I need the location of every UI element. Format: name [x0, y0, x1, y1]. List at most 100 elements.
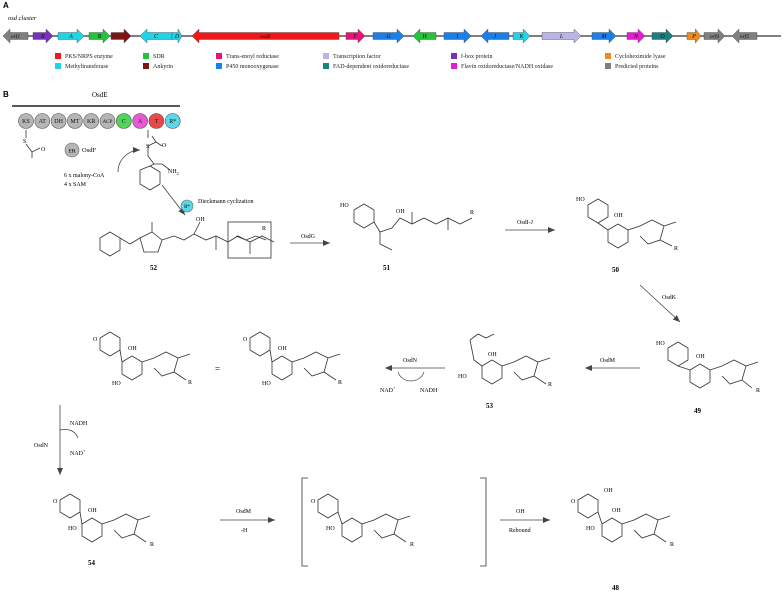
- dienone-structure-b: [249, 331, 341, 381]
- legend-label: Cycloheximide lyase: [615, 54, 666, 60]
- gene-label: J: [494, 34, 497, 40]
- gene-label: osdE: [260, 34, 272, 40]
- c48-oxygen: O: [571, 499, 576, 505]
- osdk-arrow: [639, 284, 681, 323]
- legend-swatch: [605, 63, 611, 69]
- legend-swatch: [143, 53, 149, 59]
- legend-swatch: [605, 53, 611, 59]
- rebound-oh: OH: [516, 509, 525, 515]
- domain-label: C: [122, 119, 126, 125]
- panel-a-label: A: [3, 1, 9, 10]
- enzyme-name: OsdE: [92, 91, 108, 99]
- gene-arrow-r: [32, 28, 54, 44]
- gene-arrow-a: [57, 28, 85, 44]
- dienone-b-oxygen: O: [243, 337, 248, 343]
- c53-oh: OH: [488, 352, 497, 358]
- gene-label: A: [68, 34, 73, 40]
- t-thioester-phe: [139, 130, 171, 191]
- c54-ho: HO: [68, 526, 77, 532]
- legend-swatch: [216, 53, 222, 59]
- compound-51: 51: [383, 264, 391, 272]
- t-oxygen: O: [162, 143, 167, 149]
- domain-dh: [50, 113, 67, 129]
- gene-label: N: [633, 34, 639, 40]
- ks-oxygen: O: [41, 147, 46, 153]
- gene-label: O: [660, 34, 665, 40]
- dienone-a-oxygen: O: [93, 337, 98, 343]
- dieckmann-label: Dieckmann cyclization: [198, 199, 253, 205]
- dienone-b-oh: OH: [278, 346, 287, 352]
- domain-r-star: [164, 113, 181, 129]
- gene-label: B: [98, 34, 102, 40]
- legend-label: Transcription factor: [333, 53, 381, 60]
- c48-r: R: [670, 542, 674, 548]
- c51-oh: OH: [396, 209, 405, 215]
- nad-plus-label: NAD+: [380, 385, 396, 394]
- gene-label: P: [691, 34, 696, 40]
- er-label: ER: [68, 149, 75, 155]
- compound-54-structure: [59, 493, 151, 543]
- compound-53: 53: [486, 402, 494, 410]
- c50-r: R: [674, 246, 678, 252]
- c54-oxygen: O: [53, 499, 58, 505]
- compound-52: 52: [150, 264, 158, 272]
- compound-50-structure: [587, 198, 677, 249]
- cluster-title: osd cluster: [8, 15, 37, 22]
- gene-arrow-m: [591, 28, 617, 44]
- c51-ho: HO: [340, 203, 349, 209]
- gene-arrow-i: [443, 28, 472, 44]
- gene-arrow-d: [171, 28, 183, 44]
- osdk-label: OsdK: [662, 295, 677, 301]
- compound-52-structure: [99, 221, 275, 259]
- legend-label: Flavin oxidoreductase/NADH oxidase: [461, 64, 553, 70]
- gene-arrow-f: [345, 28, 366, 44]
- reagent-sam: 4 x SAM: [64, 182, 87, 188]
- gene-arrow-p: [686, 28, 702, 44]
- domain-at: [34, 113, 51, 129]
- t-sulfur: S: [146, 144, 149, 150]
- gene-arrow-b: [88, 28, 111, 44]
- osdij-label: OsdI-J: [517, 220, 534, 226]
- er-domain: [64, 142, 80, 158]
- domain-label: KR: [87, 119, 95, 125]
- domain-t: [148, 113, 165, 129]
- domain-label: MT: [70, 119, 79, 125]
- radical-r: R: [410, 542, 414, 548]
- gene-arrow-g: [372, 28, 405, 44]
- nadh-label-2: NADH: [70, 421, 88, 427]
- dienone-a-r: R: [188, 380, 192, 386]
- r-star-domain: [180, 199, 194, 213]
- legend-label: Ankyrin: [153, 64, 173, 70]
- dieckmann-arrow: [161, 184, 186, 216]
- domain-label: AT: [39, 119, 47, 125]
- gene-label: orf5: [740, 33, 749, 40]
- legend-label: Predicted proteins: [615, 64, 659, 70]
- domain-label: T: [155, 119, 159, 125]
- domain-ks: [18, 113, 34, 129]
- compound-50: 50: [612, 266, 620, 274]
- dienone-a-oh: OH: [128, 346, 137, 352]
- gene-label: orf1: [11, 33, 20, 40]
- gene-arrow-ankyrin: [110, 28, 132, 44]
- dienone-b-r: R: [338, 380, 342, 386]
- compound-48-structure: [577, 493, 671, 543]
- c50-oh: OH: [614, 213, 623, 219]
- domain-mt: [67, 113, 83, 129]
- legend-label: PKS/NRPS enzyme: [65, 54, 113, 60]
- gene-label: R: [40, 34, 45, 40]
- legend-swatch: [55, 53, 61, 59]
- gene-arrow-orf5: [731, 28, 758, 44]
- phe-nh2: NH2: [168, 169, 179, 176]
- radical-intermediate-structure: [317, 493, 411, 543]
- dienone-b-ho: HO: [262, 381, 271, 387]
- domain-c: [116, 113, 132, 129]
- gene-label: G: [386, 34, 391, 40]
- osdm-label-2: OsdM: [236, 509, 252, 515]
- compound-49: 49: [694, 407, 702, 415]
- legend-swatch: [451, 53, 457, 59]
- gene-label: D: [174, 34, 180, 40]
- domain-label: DH: [54, 119, 63, 125]
- gene-arrow-c: [139, 28, 173, 44]
- dienone-a-ho: HO: [112, 381, 121, 387]
